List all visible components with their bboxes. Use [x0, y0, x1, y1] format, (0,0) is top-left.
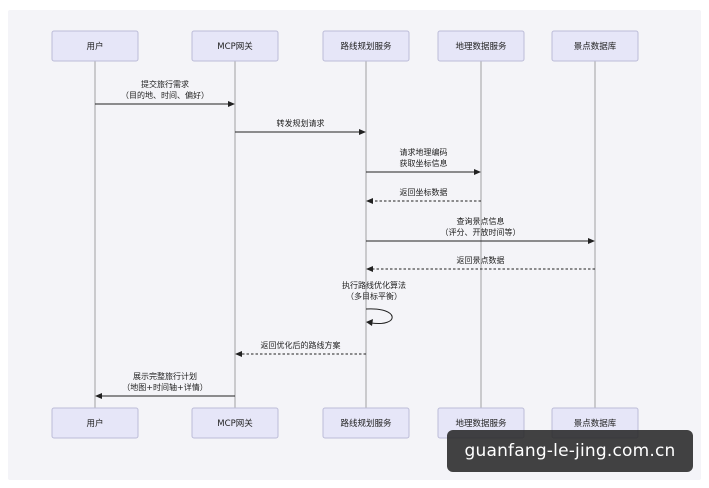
- arrowhead: [366, 198, 373, 204]
- message-2: 转发规划请求: [235, 118, 366, 135]
- participant-user-top: 用户: [51, 30, 139, 62]
- participant-label: 地理数据服务: [455, 418, 507, 429]
- message-9: 展示完整旅行计划（地图+时间轴+详情）: [95, 371, 235, 399]
- participant-box: [437, 30, 525, 62]
- participant-route-top: 路线规划服务: [322, 30, 410, 62]
- message-label: 查询景点信息: [457, 216, 505, 226]
- message-8: 返回优化后的路线方案: [235, 340, 366, 357]
- participant-box: [51, 30, 139, 62]
- participant-label: 景点数据库: [574, 418, 617, 429]
- message-label: 展示完整旅行计划: [133, 371, 197, 381]
- message-6: 返回景点数据: [366, 255, 595, 272]
- arrowhead: [95, 393, 102, 399]
- message-label: 提交旅行需求: [141, 79, 189, 89]
- watermark: guanfang-le-jing.com.cn: [447, 430, 693, 472]
- message-1: 提交旅行需求（目的地、时间、偏好）: [95, 79, 235, 107]
- arrowhead: [366, 319, 373, 326]
- message-label: （多目标平衡）: [346, 291, 402, 301]
- participant-label: 用户: [86, 418, 103, 429]
- participant-box: [51, 407, 139, 439]
- participant-box: [322, 407, 410, 439]
- arrowhead: [474, 169, 481, 175]
- participant-label: 路线规划服务: [340, 418, 392, 429]
- message-4: 返回坐标数据: [366, 187, 481, 204]
- participant-label: MCP网关: [217, 41, 253, 52]
- participant-box: [191, 30, 279, 62]
- message-label: 返回坐标数据: [400, 187, 448, 197]
- participant-label: MCP网关: [217, 418, 253, 429]
- diagram-background: [8, 10, 701, 480]
- message-label: 获取坐标信息: [400, 158, 448, 168]
- participant-user-bottom: 用户: [51, 407, 139, 439]
- participant-label: 路线规划服务: [340, 41, 392, 52]
- message-label: 执行路线优化算法: [342, 280, 406, 290]
- message-label: 请求地理编码: [400, 147, 448, 157]
- arrowhead: [228, 101, 235, 107]
- arrowhead: [359, 129, 366, 135]
- participant-box: [551, 30, 639, 62]
- message-label: 转发规划请求: [277, 118, 325, 128]
- message-label: （目的地、时间、偏好）: [121, 90, 209, 100]
- participant-box: [322, 30, 410, 62]
- arrowhead: [235, 351, 242, 357]
- arrowhead: [588, 238, 595, 244]
- participant-poi-top: 景点数据库: [551, 30, 639, 62]
- participant-geo-top: 地理数据服务: [437, 30, 525, 62]
- arrowhead: [366, 266, 373, 272]
- message-label: （地图+时间轴+详情）: [122, 382, 207, 392]
- participant-gateway-bottom: MCP网关: [191, 407, 279, 439]
- participant-label: 地理数据服务: [455, 41, 507, 52]
- self-message-arrow: [365, 308, 393, 325]
- message-5: 查询景点信息（评分、开放时间等）: [366, 216, 595, 244]
- message-label: 返回优化后的路线方案: [261, 340, 341, 350]
- participant-route-bottom: 路线规划服务: [322, 407, 410, 439]
- participant-label: 景点数据库: [574, 41, 617, 52]
- message-label: （评分、开放时间等）: [441, 227, 521, 237]
- participant-box: [191, 407, 279, 439]
- participant-gateway-top: MCP网关: [191, 30, 279, 62]
- message-7: 执行路线优化算法（多目标平衡）: [342, 280, 406, 326]
- message-label: 返回景点数据: [457, 255, 505, 265]
- participant-label: 用户: [86, 41, 103, 52]
